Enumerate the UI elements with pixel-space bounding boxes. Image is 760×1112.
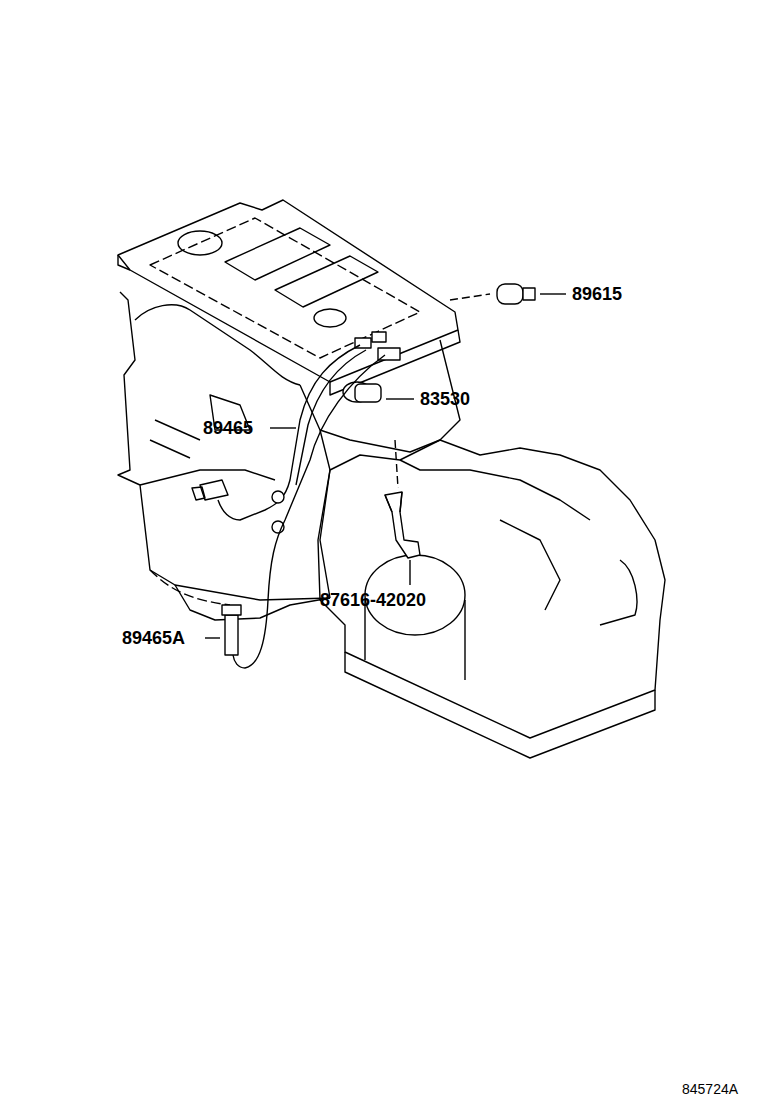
- sensors-and-wires: [192, 284, 566, 668]
- cylinder-head: [118, 200, 460, 395]
- part-number: 83530: [420, 390, 470, 408]
- part-number: 89465: [203, 419, 253, 437]
- part-number: 89615: [572, 285, 622, 303]
- part-number: 89465A: [122, 629, 185, 647]
- transmission: [318, 440, 665, 758]
- part-number: 87616-42020: [320, 591, 426, 609]
- figure-code: 845724A: [682, 1082, 738, 1096]
